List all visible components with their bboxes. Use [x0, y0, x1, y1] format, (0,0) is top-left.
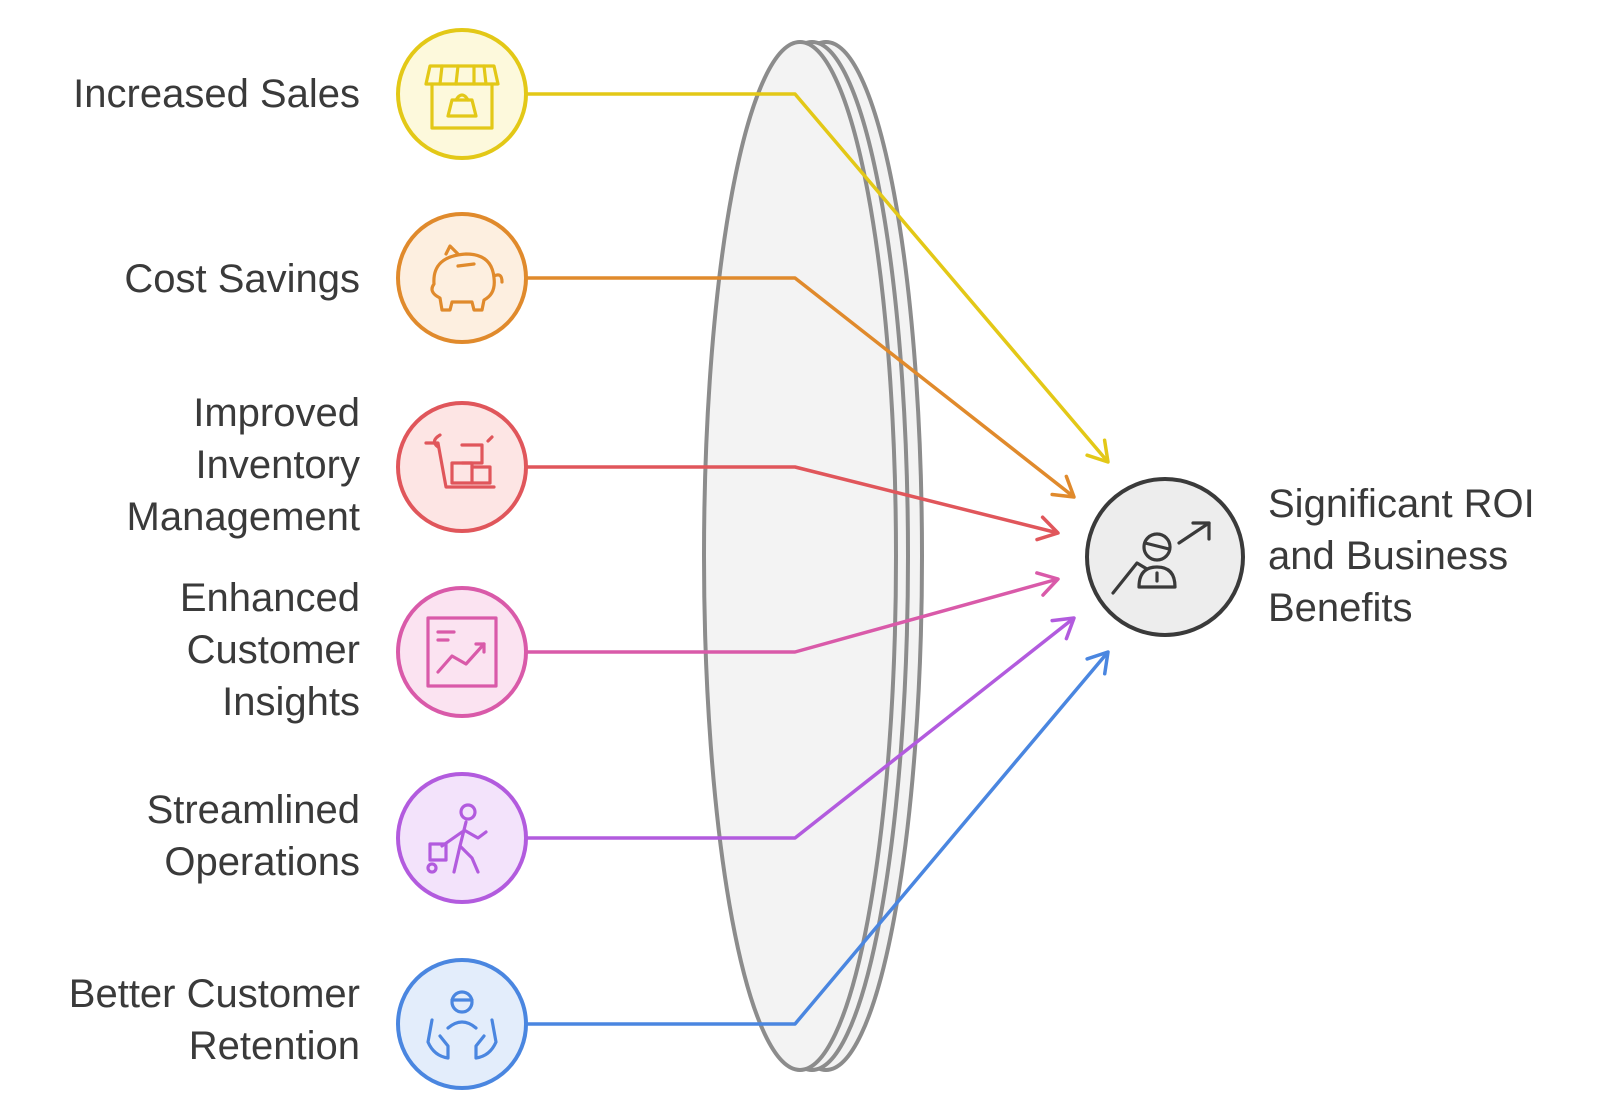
hands-person-icon-stroke	[426, 1018, 450, 1060]
storefront-icon	[424, 64, 500, 130]
person-growth-icon-stroke	[1137, 565, 1177, 589]
lens-front	[702, 40, 898, 1072]
connector-line	[526, 577, 1059, 654]
worker-trolley-icon-stroke	[428, 842, 448, 862]
hands-person-icon	[426, 990, 498, 1060]
person-growth-icon-stroke	[1191, 521, 1211, 541]
hands-person-icon-stroke	[450, 990, 474, 1014]
label-line: Significant ROI	[1268, 482, 1535, 526]
storefront-icon-stroke	[430, 82, 494, 130]
input-node-circle	[396, 401, 528, 533]
trend-chart-icon-stroke	[474, 642, 486, 654]
storefront-icon-stroke	[446, 98, 478, 118]
stock-cart-icon-stroke	[470, 465, 492, 485]
trend-chart-icon-stroke	[436, 642, 486, 674]
input-node-circle	[396, 958, 528, 1090]
connector-line	[526, 276, 1076, 499]
stock-cart-icon	[424, 433, 496, 489]
lens	[702, 40, 924, 1072]
connector-line	[526, 650, 1110, 1026]
label-improved-inventory-management: Improved Inventory Management	[20, 387, 360, 543]
label-line: Enhanced	[179, 576, 360, 620]
label-better-customer-retention: Better Customer Retention	[20, 968, 360, 1072]
person-growth-icon-stroke	[1177, 521, 1211, 545]
stock-cart-icon-stroke	[486, 435, 494, 443]
label-cost-savings: Cost Savings	[20, 253, 360, 305]
label-line: Management	[126, 495, 360, 539]
label-streamlined-operations: Streamlined Operations	[20, 784, 360, 888]
output-node	[1085, 477, 1245, 637]
hands-person-icon-stroke	[474, 1018, 498, 1060]
input-node-circle	[396, 586, 528, 718]
arrowhead	[1035, 515, 1060, 542]
connector-line	[526, 92, 1110, 464]
label-line: Increased Sales	[73, 72, 360, 116]
worker-trolley-icon-stroke	[459, 803, 477, 821]
person-growth-icon	[1111, 521, 1211, 595]
arrowhead	[1085, 438, 1110, 464]
trend-chart-icon	[426, 616, 498, 688]
stock-cart-icon-stroke	[460, 443, 484, 465]
label-line: Better Customer	[68, 972, 360, 1016]
label-line: Benefits	[1268, 586, 1413, 630]
person-growth-icon-stroke	[1111, 561, 1149, 595]
storefront-icon-stroke	[438, 64, 488, 86]
label-line: Retention	[188, 1024, 360, 1068]
worker-trolley-icon-stroke	[452, 844, 462, 874]
stock-cart-icon-stroke	[424, 441, 496, 489]
person-growth-icon-stroke	[1142, 532, 1172, 562]
label-significant-roi: Significant ROI and Business Benefits	[1268, 478, 1598, 634]
label-line: Insights	[222, 680, 360, 724]
storefront-icon-stroke	[454, 93, 470, 102]
trend-chart-icon-stroke	[436, 630, 456, 642]
piggy-bank-icon-stroke	[492, 273, 504, 284]
stock-cart-icon-stroke	[432, 433, 442, 449]
label-line: Customer	[186, 628, 360, 672]
trend-chart-icon-stroke	[426, 616, 498, 688]
worker-trolley-icon	[426, 803, 488, 874]
worker-trolley-icon-stroke	[426, 862, 438, 874]
arrowhead	[1050, 474, 1076, 499]
connectors	[526, 92, 1110, 1026]
label-line: Operations	[164, 840, 360, 884]
label-line: Cost Savings	[124, 257, 360, 301]
connector-line	[526, 616, 1076, 840]
worker-trolley-icon-stroke	[462, 828, 488, 840]
label-line: and Business	[1268, 534, 1509, 578]
worker-trolley-icon-stroke	[458, 820, 480, 874]
label-increased-sales: Increased Sales	[20, 68, 360, 120]
label-line: Inventory	[195, 443, 360, 487]
piggy-bank-icon-stroke	[456, 262, 476, 268]
arrowhead	[1035, 571, 1060, 597]
label-line: Streamlined	[146, 788, 360, 832]
arrowhead	[1085, 650, 1110, 676]
connector-line	[526, 465, 1059, 535]
hands-person-icon-stroke	[446, 1020, 478, 1030]
person-growth-icon-stroke	[1143, 541, 1171, 551]
piggy-bank-icon-stroke	[444, 244, 460, 256]
piggy-bank-icon	[430, 244, 504, 312]
label-enhanced-customer-insights: Enhanced Customer Insights	[20, 572, 360, 728]
arrowhead	[1050, 616, 1076, 641]
input-node-circle	[396, 212, 528, 344]
label-line: Improved	[193, 391, 360, 435]
piggy-bank-icon-stroke	[430, 252, 496, 312]
input-nodes	[396, 28, 528, 1090]
